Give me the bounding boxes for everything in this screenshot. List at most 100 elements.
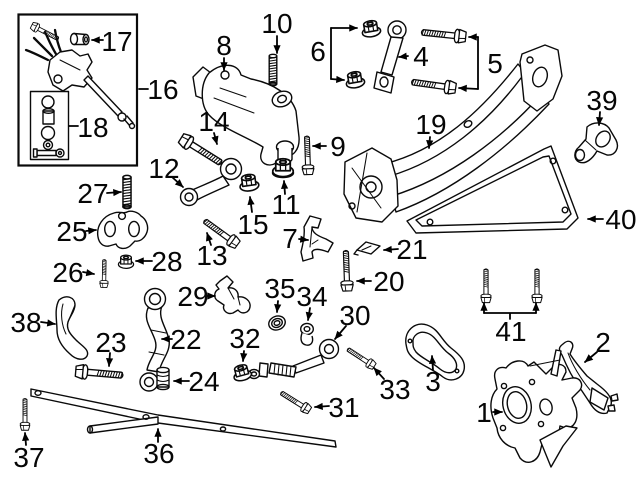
callout-17[interactable]: 17 xyxy=(91,26,133,57)
part-number-10[interactable]: 10 xyxy=(261,8,292,39)
leader-arrow-23 xyxy=(106,352,114,367)
callout-26[interactable]: 26 xyxy=(52,257,95,288)
part-number-27[interactable]: 27 xyxy=(77,178,108,209)
callout-9[interactable]: 9 xyxy=(312,131,346,162)
part-number-35[interactable]: 35 xyxy=(264,273,295,304)
callout-31[interactable]: 31 xyxy=(314,392,360,423)
part-number-33[interactable]: 33 xyxy=(379,374,410,405)
callout-3[interactable]: 3 xyxy=(425,355,441,397)
part-number-29[interactable]: 29 xyxy=(177,281,208,312)
part-number-6[interactable]: 6 xyxy=(310,36,326,67)
leader-arrow-4 xyxy=(398,52,409,60)
part-3-heat-shield-drawing xyxy=(405,323,466,381)
part-36-brace-bar-drawing xyxy=(30,388,337,448)
callout-41[interactable]: 41 xyxy=(480,302,540,347)
callout-16[interactable]: 16 xyxy=(138,74,179,105)
part-number-31[interactable]: 31 xyxy=(328,392,359,423)
callout-33[interactable]: 33 xyxy=(373,367,411,405)
callout-32[interactable]: 32 xyxy=(229,323,261,362)
part-number-38[interactable]: 38 xyxy=(10,307,41,338)
callout-1[interactable]: 1 xyxy=(476,397,503,428)
part-number-14[interactable]: 14 xyxy=(198,106,229,137)
part-number-4[interactable]: 4 xyxy=(413,41,429,72)
callout-21[interactable]: 21 xyxy=(383,234,428,265)
callout-5[interactable]: 5 xyxy=(458,33,503,93)
part-number-1[interactable]: 1 xyxy=(476,397,492,428)
callout-14[interactable]: 14 xyxy=(198,106,230,145)
callout-29[interactable]: 29 xyxy=(177,281,216,312)
callout-11[interactable]: 11 xyxy=(271,180,301,220)
part-number-21[interactable]: 21 xyxy=(396,234,427,265)
part-number-41[interactable]: 41 xyxy=(495,316,526,347)
callout-40[interactable]: 40 xyxy=(587,204,637,235)
part-number-19[interactable]: 19 xyxy=(415,109,446,140)
part-number-9[interactable]: 9 xyxy=(330,131,346,162)
callout-20[interactable]: 20 xyxy=(356,266,405,297)
callout-8[interactable]: 8 xyxy=(216,30,232,71)
callout-18[interactable]: 18 xyxy=(68,112,109,143)
callout-37[interactable]: 37 xyxy=(13,432,45,473)
part-number-39[interactable]: 39 xyxy=(586,85,617,116)
callout-34[interactable]: 34 xyxy=(296,281,328,321)
part-23-bolt-drawing xyxy=(74,363,125,384)
callout-10[interactable]: 10 xyxy=(261,8,293,54)
part-number-5[interactable]: 5 xyxy=(487,48,503,79)
part-14-bolt-drawing xyxy=(176,131,226,170)
callout-30[interactable]: 30 xyxy=(334,300,371,340)
part-number-8[interactable]: 8 xyxy=(216,30,232,61)
part-number-36[interactable]: 36 xyxy=(143,438,174,469)
callout-2[interactable]: 2 xyxy=(584,327,611,363)
part-number-23[interactable]: 23 xyxy=(95,327,126,358)
part-number-30[interactable]: 30 xyxy=(339,300,370,331)
callout-28[interactable]: 28 xyxy=(135,246,183,277)
part-number-40[interactable]: 40 xyxy=(605,204,636,235)
part-number-12[interactable]: 12 xyxy=(148,153,179,184)
callout-12[interactable]: 12 xyxy=(148,153,184,188)
callout-7[interactable]: 7 xyxy=(282,223,309,254)
part-number-11[interactable]: 11 xyxy=(271,189,300,220)
callout-36[interactable]: 36 xyxy=(143,428,175,469)
part-number-28[interactable]: 28 xyxy=(151,246,182,277)
callout-39[interactable]: 39 xyxy=(586,85,618,126)
leader-arrow-38 xyxy=(40,319,56,327)
callout-27[interactable]: 27 xyxy=(77,178,122,209)
leader-arrow-32 xyxy=(240,350,248,362)
callout-15[interactable]: 15 xyxy=(237,196,269,240)
callout-23[interactable]: 23 xyxy=(95,327,127,367)
callout-38[interactable]: 38 xyxy=(10,307,56,338)
part-12-arm-drawing xyxy=(179,157,243,207)
part-number-25[interactable]: 25 xyxy=(56,216,87,247)
leader-arrow-12 xyxy=(171,176,184,188)
part-number-7[interactable]: 7 xyxy=(282,223,298,254)
callout-24[interactable]: 24 xyxy=(173,366,220,397)
callout-13[interactable]: 13 xyxy=(196,232,228,271)
callout-25[interactable]: 25 xyxy=(56,216,97,247)
part-number-20[interactable]: 20 xyxy=(373,266,404,297)
leader-arrow-7 xyxy=(298,235,309,243)
part-11-nut-drawing xyxy=(271,157,295,179)
part-number-15[interactable]: 15 xyxy=(237,209,268,240)
callout-4[interactable]: 4 xyxy=(398,41,429,72)
leader-bracket-41 xyxy=(483,312,537,320)
part-number-22[interactable]: 22 xyxy=(170,324,201,355)
part-number-24[interactable]: 24 xyxy=(188,366,219,397)
callout-22[interactable]: 22 xyxy=(161,324,202,355)
part-number-16[interactable]: 16 xyxy=(147,74,178,105)
callout-35[interactable]: 35 xyxy=(264,273,296,313)
part-number-18[interactable]: 18 xyxy=(77,112,108,143)
part-number-34[interactable]: 34 xyxy=(296,281,327,312)
callout-6[interactable]: 6 xyxy=(310,24,358,83)
part-number-13[interactable]: 13 xyxy=(196,240,227,271)
callout-19[interactable]: 19 xyxy=(415,109,447,149)
part-number-37[interactable]: 37 xyxy=(13,442,44,473)
part-number-17[interactable]: 17 xyxy=(101,26,132,57)
part-number-2[interactable]: 2 xyxy=(595,327,611,358)
part-41-bolts-drawing xyxy=(480,268,543,304)
part-number-32[interactable]: 32 xyxy=(229,323,260,354)
part-37-bolt-drawing xyxy=(19,397,31,431)
part-number-26[interactable]: 26 xyxy=(52,257,83,288)
part-2-brace-drawing xyxy=(558,340,619,415)
part-40-splash-panel-drawing xyxy=(406,145,579,234)
part-27-stud-drawing xyxy=(122,174,132,210)
part-number-3[interactable]: 3 xyxy=(425,366,441,397)
